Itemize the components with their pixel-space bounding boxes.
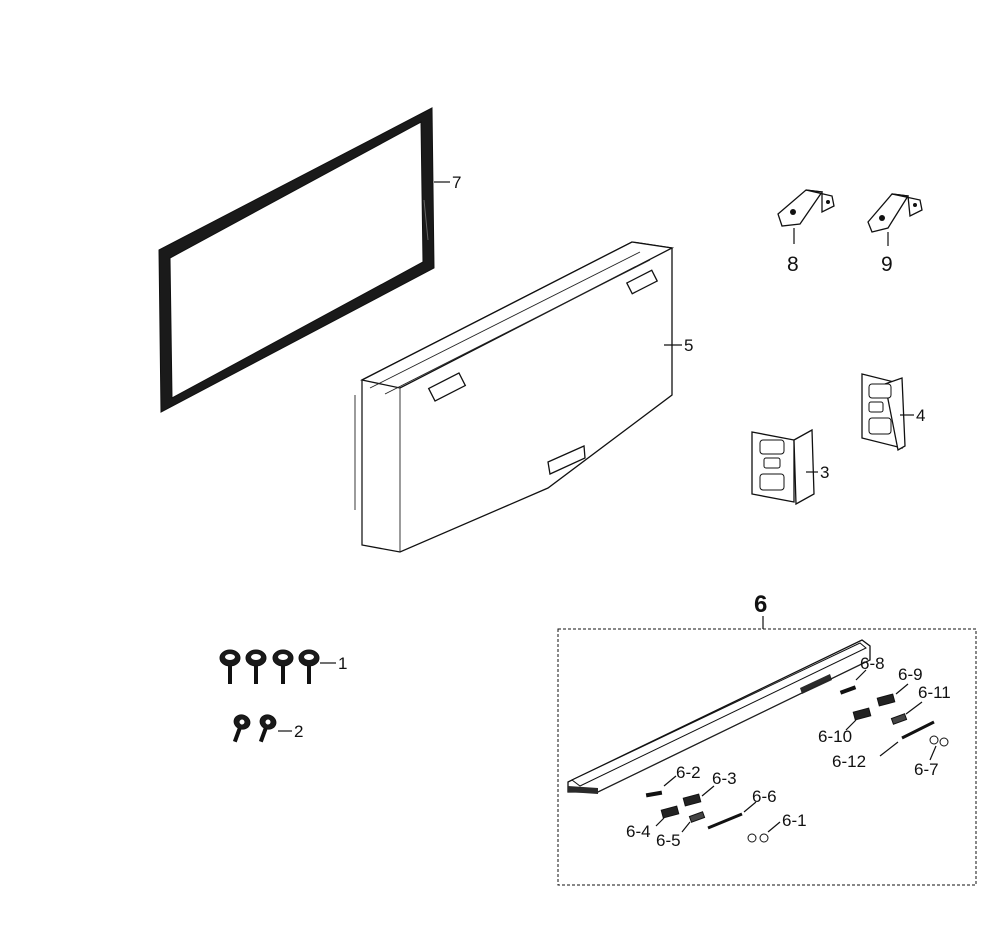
leader-6-8 — [855, 669, 867, 681]
component-6-7 — [929, 735, 949, 747]
leader-6-5 — [681, 821, 691, 833]
leader-6-11 — [905, 701, 923, 715]
label-3: 3 — [820, 463, 829, 482]
bracket-right — [861, 373, 906, 452]
hinge-left — [777, 189, 835, 227]
bracket-left — [751, 428, 815, 506]
label-6-11: 6-11 — [918, 683, 951, 702]
label-6-9: 6-9 — [898, 665, 923, 684]
door-panel — [354, 241, 675, 553]
label-5: 5 — [684, 336, 693, 355]
leader-6-6 — [743, 801, 757, 813]
label-6-10: 6-10 — [818, 727, 852, 746]
door-gasket — [158, 107, 435, 413]
leader-6-2 — [663, 775, 677, 787]
component-6-6 — [707, 812, 743, 830]
component-6-5 — [688, 811, 706, 823]
component-6-9 — [876, 693, 896, 707]
label-6-2: 6-2 — [676, 763, 701, 782]
component-6-10 — [852, 707, 872, 721]
component-6-2 — [645, 790, 663, 798]
leader-6-3 — [701, 785, 715, 797]
label-9: 9 — [881, 253, 893, 276]
component-6-4 — [660, 805, 680, 819]
label-6-7: 6-7 — [914, 760, 939, 779]
assembly-box-6 — [557, 628, 977, 886]
label-4: 4 — [916, 406, 925, 425]
label-6-3: 6-3 — [712, 769, 737, 788]
leader-6-9 — [895, 683, 909, 695]
leader-6-12 — [879, 741, 899, 757]
label-2: 2 — [294, 722, 303, 741]
screw-set-2 — [232, 714, 277, 743]
component-6-3 — [682, 793, 702, 807]
label-6-8: 6-8 — [860, 654, 885, 673]
label-8: 8 — [787, 253, 799, 276]
component-6-8 — [839, 685, 857, 695]
label-1: 1 — [338, 654, 347, 673]
label-7: 7 — [452, 173, 461, 192]
leader-6-4 — [655, 817, 665, 827]
hinge-right — [867, 193, 923, 233]
leader-6-10 — [845, 719, 857, 731]
label-6-4: 6-4 — [626, 822, 651, 841]
label-6-12: 6-12 — [832, 752, 866, 771]
component-6-11 — [890, 713, 908, 725]
leader-6-1 — [767, 821, 781, 833]
component-6-12 — [901, 720, 935, 740]
label-6-6: 6-6 — [752, 787, 777, 806]
label-6-1: 6-1 — [782, 811, 807, 830]
leader-6-7 — [929, 745, 937, 761]
label-6-5: 6-5 — [656, 831, 681, 850]
label-6: 6 — [754, 591, 767, 618]
component-6-1 — [747, 833, 769, 843]
screw-set-1 — [219, 649, 320, 684]
handle-bar — [567, 639, 871, 794]
